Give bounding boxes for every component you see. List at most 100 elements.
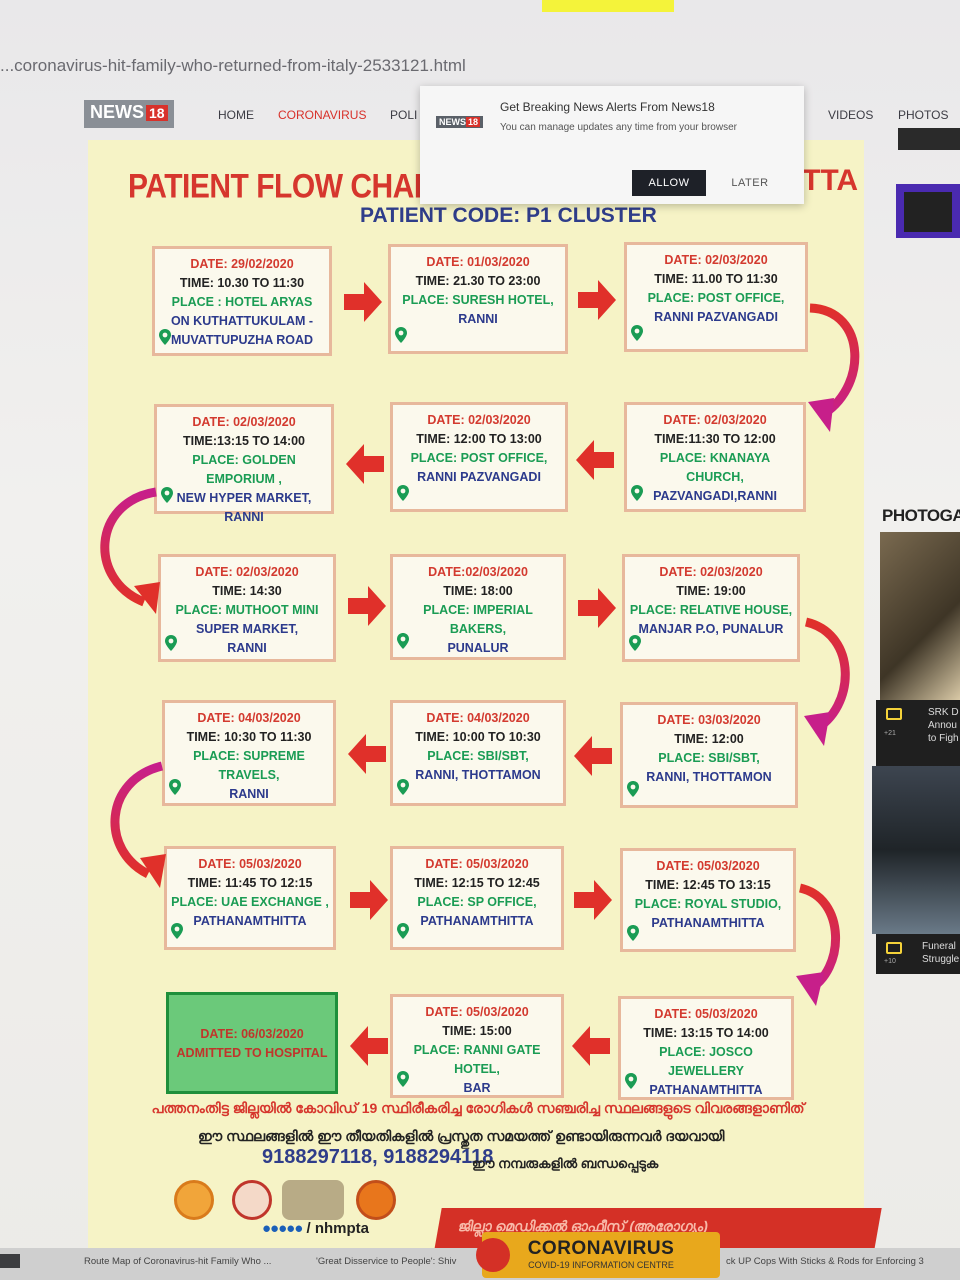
step-date: DATE: 05/03/2020 [654,1007,758,1021]
nav-photos[interactable]: PHOTOS [898,108,949,122]
step-location: NEW HYPER MARKET, [176,491,312,505]
step-date: DATE: 05/03/2020 [425,1005,529,1019]
photo-card-2-caption[interactable]: +10 Funeral Struggle [876,934,960,974]
step-date: DATE: 02/03/2020 [195,565,299,579]
photo-card-1-text: SRK D Annou to Figh [928,707,959,744]
coronavirus-widget-subtitle: COVID-19 INFORMATION CENTRE [528,1260,674,1270]
chart-title: PATIENT FLOW CHART [128,167,453,206]
step-location: MANJAR P.O, PUNALUR [638,622,784,636]
photo-card-2-text: Funeral Struggle [922,941,960,965]
step-date: DATE: 02/03/2020 [659,565,763,579]
step-place: PLACE: RANNI GATE HOTEL, [413,1043,541,1076]
step-date: DATE: 02/03/2020 [664,253,768,267]
step-date: DATE: 05/03/2020 [198,857,302,871]
patient-flow-chart: PATIENT FLOW CHART TTA PATIENT CODE: P1 … [88,140,882,1250]
nav-politics[interactable]: POLI [390,108,418,122]
step-time: TIME:11:30 TO 12:00 [654,432,776,446]
curve-right-1-head [808,398,834,432]
ticker-item[interactable]: Route Map of Coronavirus-hit Family Who … [84,1256,272,1267]
ticker-label [0,1254,20,1268]
sidebar-thumbnail-top[interactable] [898,128,960,150]
step-place: PLACE: SP OFFICE, [417,895,537,909]
ticker-item[interactable]: ck UP Cops With Sticks & Rods for Enforc… [726,1256,924,1267]
arrow-right [574,880,612,920]
photogallery-heading: PHOTOGALL [882,506,960,525]
location-pin-icon [395,327,407,343]
arrow-right [344,282,382,322]
step-location: RANNI PAZVANGADI [654,310,778,324]
photogallery-thumbnail-1[interactable] [880,532,960,700]
later-button[interactable]: LATER [720,170,780,196]
step-time: TIME: 21.30 TO 23:00 [415,274,541,288]
step-date: DATE: 01/03/2020 [426,255,530,269]
kerala-emblem-logo [282,1180,344,1220]
allow-button[interactable]: ALLOW [632,170,706,196]
nav-videos[interactable]: VIDEOS [828,108,874,122]
step-date: DATE: 02/03/2020 [663,413,767,427]
step-date: DATE: 02/03/2020 [192,415,296,429]
helpline-numbers: 9188297118, 9188294118 [262,1146,494,1168]
arrow-left [346,444,384,484]
address-bar-url[interactable]: ...coronavirus-hit-family-who-returned-f… [0,56,466,75]
step-location: RANNI [229,787,269,801]
location-pin-icon [629,635,641,651]
step-place: PLACE : HOTEL ARYAS [171,295,313,309]
step-place: PLACE: UAE EXCHANGE , [171,895,329,909]
nav-coronavirus[interactable]: CORONAVIRUS [278,108,367,122]
straight-arrows [344,280,616,1066]
popup-title: Get Breaking News Alerts From News18 [500,100,715,114]
arrow-left [348,734,386,774]
step-time: TIME: 13:15 TO 14:00 [643,1026,769,1040]
step-place: PLACE: SBI/SBT, [427,749,529,763]
step-time: TIME: 10:30 TO 11:30 [186,730,312,744]
location-pin-icon [625,1073,637,1089]
step-place: PLACE: IMPERIAL BAKERS, [423,603,533,636]
nav-home[interactable]: HOME [218,108,254,122]
curved-arrows [100,303,860,1006]
step-time: TIME: 15:00 [442,1024,512,1038]
photogallery-thumbnail-2[interactable] [872,766,960,934]
step-date: DATE: 03/03/2020 [657,713,761,727]
location-pin-icon [169,779,181,795]
arrow-right [350,880,388,920]
virus-icon [476,1238,510,1272]
arrow-left [576,440,614,480]
location-pin-icon [631,325,643,341]
step-time: TIME: 12:00 [674,732,744,746]
step-location: PATHANAMTHITTA [651,916,765,930]
step-date: DATE: 05/03/2020 [656,859,760,873]
curve-right-1 [809,303,860,420]
arrow-left [574,736,612,776]
chart-title-tail: TTA [802,164,859,197]
location-pin-icon [397,633,409,649]
location-pin-icon [627,781,639,797]
sidebar-video-thumbnail[interactable] [896,184,960,238]
step-time: TIME: 12:45 TO 13:15 [645,878,771,892]
coronavirus-info-widget[interactable]: CORONAVIRUS COVID-19 INFORMATION CENTRE [476,1232,720,1278]
step-location: PATHANAMTHITTA [193,914,307,928]
ticker-item[interactable]: 'Great Disservice to People': Shiv [316,1256,457,1267]
photo-card-1-caption[interactable]: +21 SRK D Annou to Figh [876,700,960,766]
camera-icon [886,708,902,720]
step-time: TIME: 19:00 [676,584,746,598]
location-pin-icon [397,923,409,939]
step-location: PATHANAMTHITTA [649,1083,763,1097]
step-place: PLACE: SBI/SBT, [658,751,760,765]
step-place: PLACE: KNANAYA CHURCH, [659,451,771,484]
arrow-left [572,1026,610,1066]
step-location: PATHANAMTHITTA [420,914,534,928]
location-pin-icon [159,329,171,345]
step-time: TIME: 14:30 [212,584,282,598]
yellow-tab-marker [542,0,674,12]
step-date: DATE: 04/03/2020 [197,711,301,725]
step-location-2: RANNI [224,510,264,524]
